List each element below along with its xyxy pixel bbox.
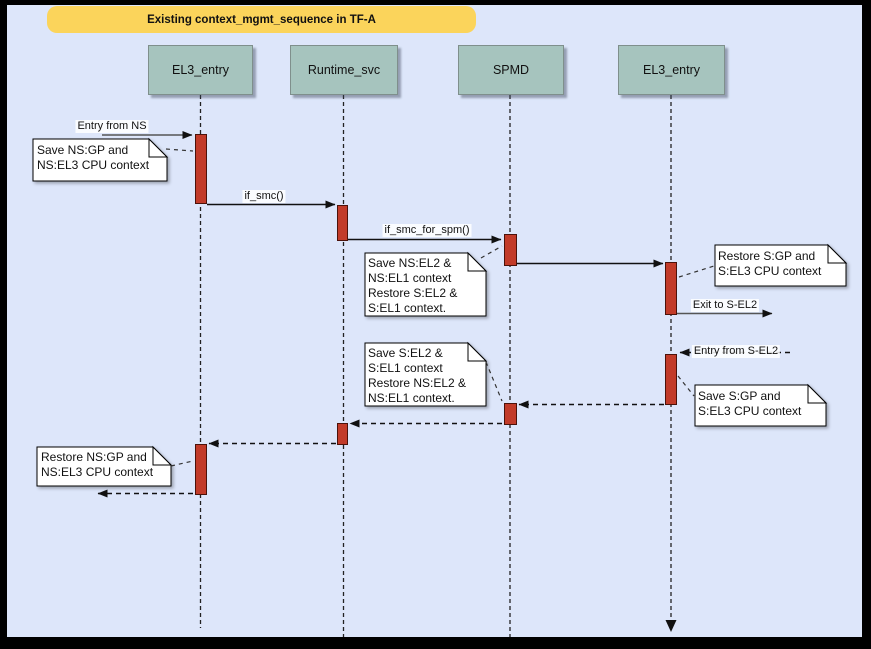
note-shape-restore-ns-gp bbox=[36, 445, 173, 487]
message-label-if-smc-for-spm: if_smc_for_spm() bbox=[382, 224, 472, 237]
activation-bar-el3-left-1 bbox=[194, 134, 207, 204]
activation-bar-runtime-2 bbox=[337, 423, 348, 445]
diagram-canvas bbox=[7, 5, 862, 637]
activation-bar-el3-right-1 bbox=[665, 262, 677, 315]
note-text-save-s-gp: Save S:GP and S:EL3 CPU context bbox=[698, 389, 802, 418]
activation-bar-spmd-2 bbox=[503, 403, 517, 425]
note-text-restore-ns-gp: Restore NS:GP and NS:EL3 CPU context bbox=[41, 450, 154, 479]
note-text-save-s-el2: Save S:EL2 & S:EL1 context Restore NS:EL… bbox=[368, 346, 467, 405]
lifeline-header-el3-entry-right: EL3_entry bbox=[618, 45, 725, 95]
note-text-restore-s-gp: Restore S:GP and S:EL3 CPU context bbox=[718, 249, 822, 278]
note-fold-icon bbox=[807, 383, 828, 404]
note-connector-restore-ns-gp bbox=[170, 460, 194, 467]
note-shape-save-ns-gp bbox=[32, 137, 169, 182]
activation-bar-el3-right-2 bbox=[665, 354, 677, 405]
note-connector-save-s-gp bbox=[677, 375, 695, 397]
note-text-save-ns-gp: Save NS:GP and NS:EL3 CPU context bbox=[37, 143, 150, 172]
lifeline-label: Runtime_svc bbox=[307, 63, 381, 77]
note-fold-icon bbox=[827, 243, 848, 264]
note-fold-icon bbox=[152, 445, 173, 466]
activation-bar-runtime-1 bbox=[337, 205, 348, 241]
title-banner: Existing context_mgmt_sequence in TF-A bbox=[47, 6, 476, 33]
note-shape-restore-s-gp bbox=[714, 243, 848, 287]
message-label-if-smc: if_smc() bbox=[242, 190, 286, 203]
lifeline-end-arrow-icon bbox=[665, 620, 677, 632]
lifeline-header-el3-entry-left: EL3_entry bbox=[148, 45, 253, 95]
note-connector-save-ns-el2 bbox=[480, 245, 503, 259]
lifeline-label: SPMD bbox=[492, 63, 530, 77]
page-title: Existing context_mgmt_sequence in TF-A bbox=[147, 13, 376, 26]
message-label-entry-from-ns: Entry from NS bbox=[75, 120, 149, 133]
activation-bar-el3-left-2 bbox=[194, 444, 207, 495]
message-label-exit-to-sel2: Exit to S-EL2 bbox=[690, 299, 760, 312]
lifeline-label: EL3_entry bbox=[643, 63, 700, 77]
note-connector-save-ns-gp bbox=[165, 148, 194, 152]
note-connector-save-s-el2 bbox=[485, 361, 503, 402]
message-label-entry-from-sel2: Entry from S-EL2 bbox=[691, 345, 781, 358]
note-connector-restore-s-gp bbox=[678, 265, 715, 278]
note-shape-save-s-el2 bbox=[364, 341, 488, 407]
note-fold-icon bbox=[467, 341, 488, 362]
lifeline-header-runtime-svc: Runtime_svc bbox=[290, 45, 398, 95]
note-shape-save-s-gp bbox=[694, 383, 828, 427]
activation-bar-spmd-1 bbox=[503, 234, 517, 266]
note-fold-icon bbox=[148, 137, 169, 158]
lifeline-label: EL3_entry bbox=[172, 63, 229, 77]
note-text-save-ns-el2: Save NS:EL2 & NS:EL1 context Restore S:E… bbox=[368, 256, 458, 315]
lifeline-header-spmd: SPMD bbox=[458, 45, 564, 95]
note-shape-save-ns-el2 bbox=[364, 251, 488, 317]
note-fold-icon bbox=[467, 251, 488, 272]
